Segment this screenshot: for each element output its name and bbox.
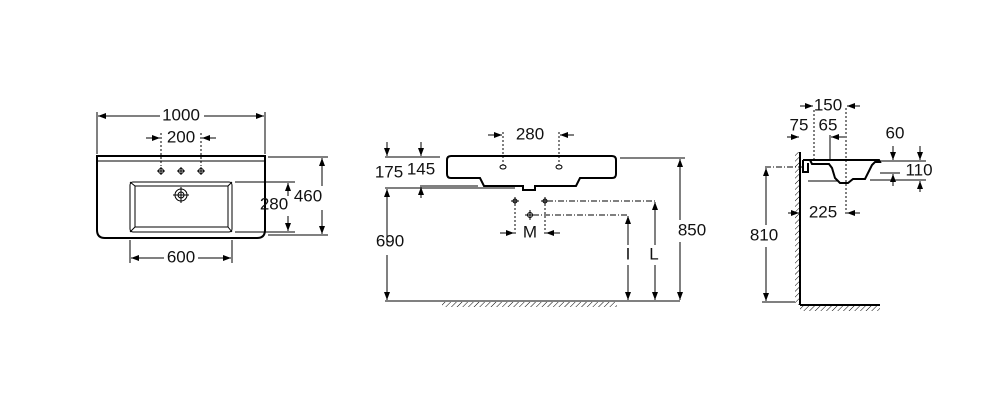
dim-l: L xyxy=(649,244,658,263)
dim-m: M xyxy=(523,222,537,241)
dim-110: 110 xyxy=(905,160,932,179)
dim-basin-width: 600 xyxy=(167,247,195,266)
basin-outline xyxy=(129,181,233,233)
supply-point-icons xyxy=(511,197,549,220)
dim-basin-depth: 280 xyxy=(260,194,288,213)
tap-hole-icons xyxy=(157,167,205,175)
dim-60: 60 xyxy=(886,123,905,142)
dim-150: 150 xyxy=(814,95,842,114)
dim-175: 175 xyxy=(375,162,403,181)
dim-690: 690 xyxy=(376,231,404,250)
dim-225: 225 xyxy=(809,202,837,221)
floor-hatch xyxy=(442,302,617,307)
front-view: 1000 200 280 460 600 xyxy=(96,105,328,266)
dim-tap-spacing-side: 280 xyxy=(516,124,544,143)
dim-width: 1000 xyxy=(162,105,200,124)
wall-hatch xyxy=(795,152,800,305)
sink-side-outline xyxy=(446,155,617,191)
dim-tap-spacing: 200 xyxy=(167,127,195,146)
basin-profile xyxy=(802,159,882,184)
dim-145: 145 xyxy=(407,159,435,178)
profile-view: 150 75 65 60 110 225 810 xyxy=(750,95,933,311)
drain-icon xyxy=(173,187,189,203)
dim-65: 65 xyxy=(819,115,838,134)
dim-810: 810 xyxy=(750,225,778,244)
dim-75: 75 xyxy=(790,115,809,134)
dim-i: I xyxy=(626,244,631,263)
dim-850: 850 xyxy=(678,220,706,239)
dim-depth: 460 xyxy=(294,186,322,205)
side-view: 280 175 145 690 M I L 850 xyxy=(375,124,706,307)
